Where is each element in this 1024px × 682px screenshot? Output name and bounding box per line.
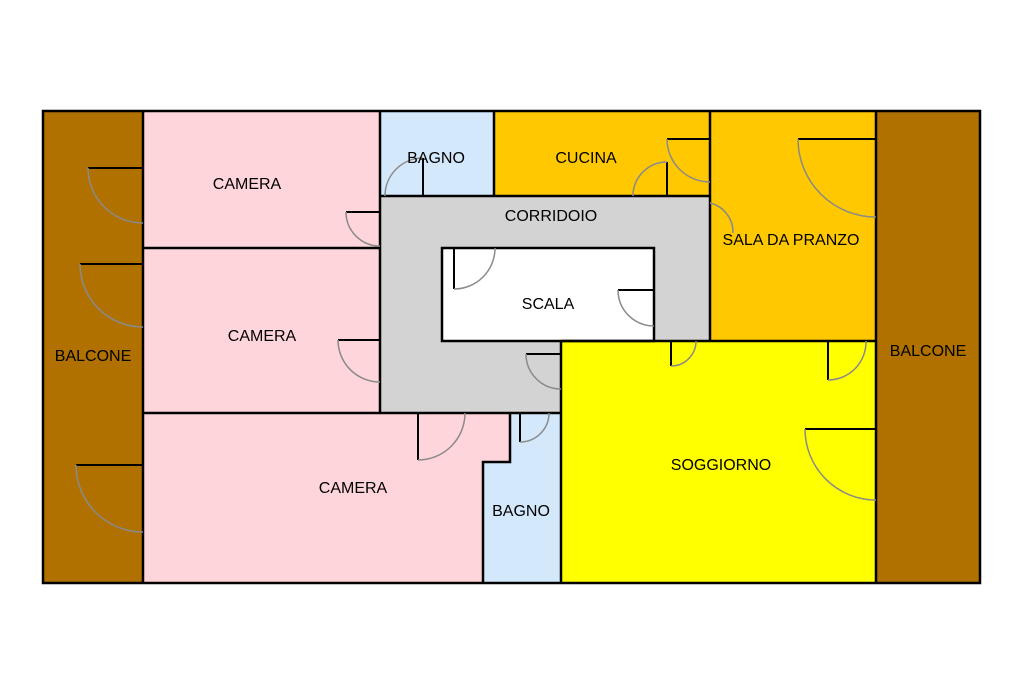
- room-label-balcone-right: BALCONE: [890, 343, 966, 360]
- door-living-corridor: [525, 353, 562, 390]
- door-stairs-2: [617, 289, 655, 327]
- door-balcony-left-1: [87, 167, 144, 224]
- room-label-camera-top: CAMERA: [213, 176, 282, 193]
- bedroom-bottom-area: [143, 413, 510, 583]
- door-bedroom-middle: [337, 339, 381, 383]
- door-balcony-left-3: [75, 464, 144, 533]
- room-label-camera-middle: CAMERA: [228, 328, 297, 345]
- dining-room-area: [710, 111, 876, 341]
- door-bedroom-top: [345, 211, 381, 247]
- kitchen-area: [494, 111, 710, 196]
- door-bedroom-bottom: [417, 412, 466, 461]
- bedroom-top-area: [143, 111, 380, 248]
- bedroom-middle-area: [143, 248, 380, 412]
- door-living-balcony-1: [827, 340, 867, 381]
- door-kitchen-2: [666, 138, 711, 183]
- walls: [41, 109, 982, 585]
- stairs-area: [442, 248, 654, 341]
- wall-stairs: [440, 246, 656, 343]
- door-bathroom-bottom: [519, 412, 550, 443]
- balcony-right-area: [876, 111, 980, 583]
- outer-wall: [41, 109, 982, 585]
- wall-bathroom-bottom-west: [481, 413, 512, 583]
- room-label-scala: SCALA: [522, 296, 575, 313]
- room-label-corridoio: CORRIDOIO: [505, 208, 597, 225]
- room-label-sala-da-pranzo: SALA DA PRANZO: [723, 232, 860, 249]
- door-living-balcony-2: [804, 428, 877, 501]
- door-living-dining: [670, 340, 697, 367]
- bathroom-top-area: [380, 111, 494, 196]
- balcony-left-area: [43, 111, 143, 583]
- door-balcony-left-2: [79, 263, 144, 328]
- door-bathroom-top: [384, 157, 424, 197]
- room-label-balcone-left: BALCONE: [55, 348, 131, 365]
- living-room-area: [561, 341, 876, 583]
- door-dining-corridor: [709, 202, 734, 234]
- room-label-bagno-top: BAGNO: [407, 150, 465, 167]
- room-label-camera-bottom: CAMERA: [319, 480, 388, 497]
- bathroom-bottom-area: [483, 413, 561, 583]
- doors: [75, 138, 877, 533]
- room-label-soggiorno: SOGGIORNO: [671, 457, 771, 474]
- room-label-cucina: CUCINA: [555, 150, 617, 167]
- door-kitchen-1: [632, 161, 668, 197]
- door-stairs-1: [453, 247, 496, 290]
- room-label-bagno-bottom: BAGNO: [492, 503, 550, 520]
- door-dining-balcony: [797, 138, 877, 218]
